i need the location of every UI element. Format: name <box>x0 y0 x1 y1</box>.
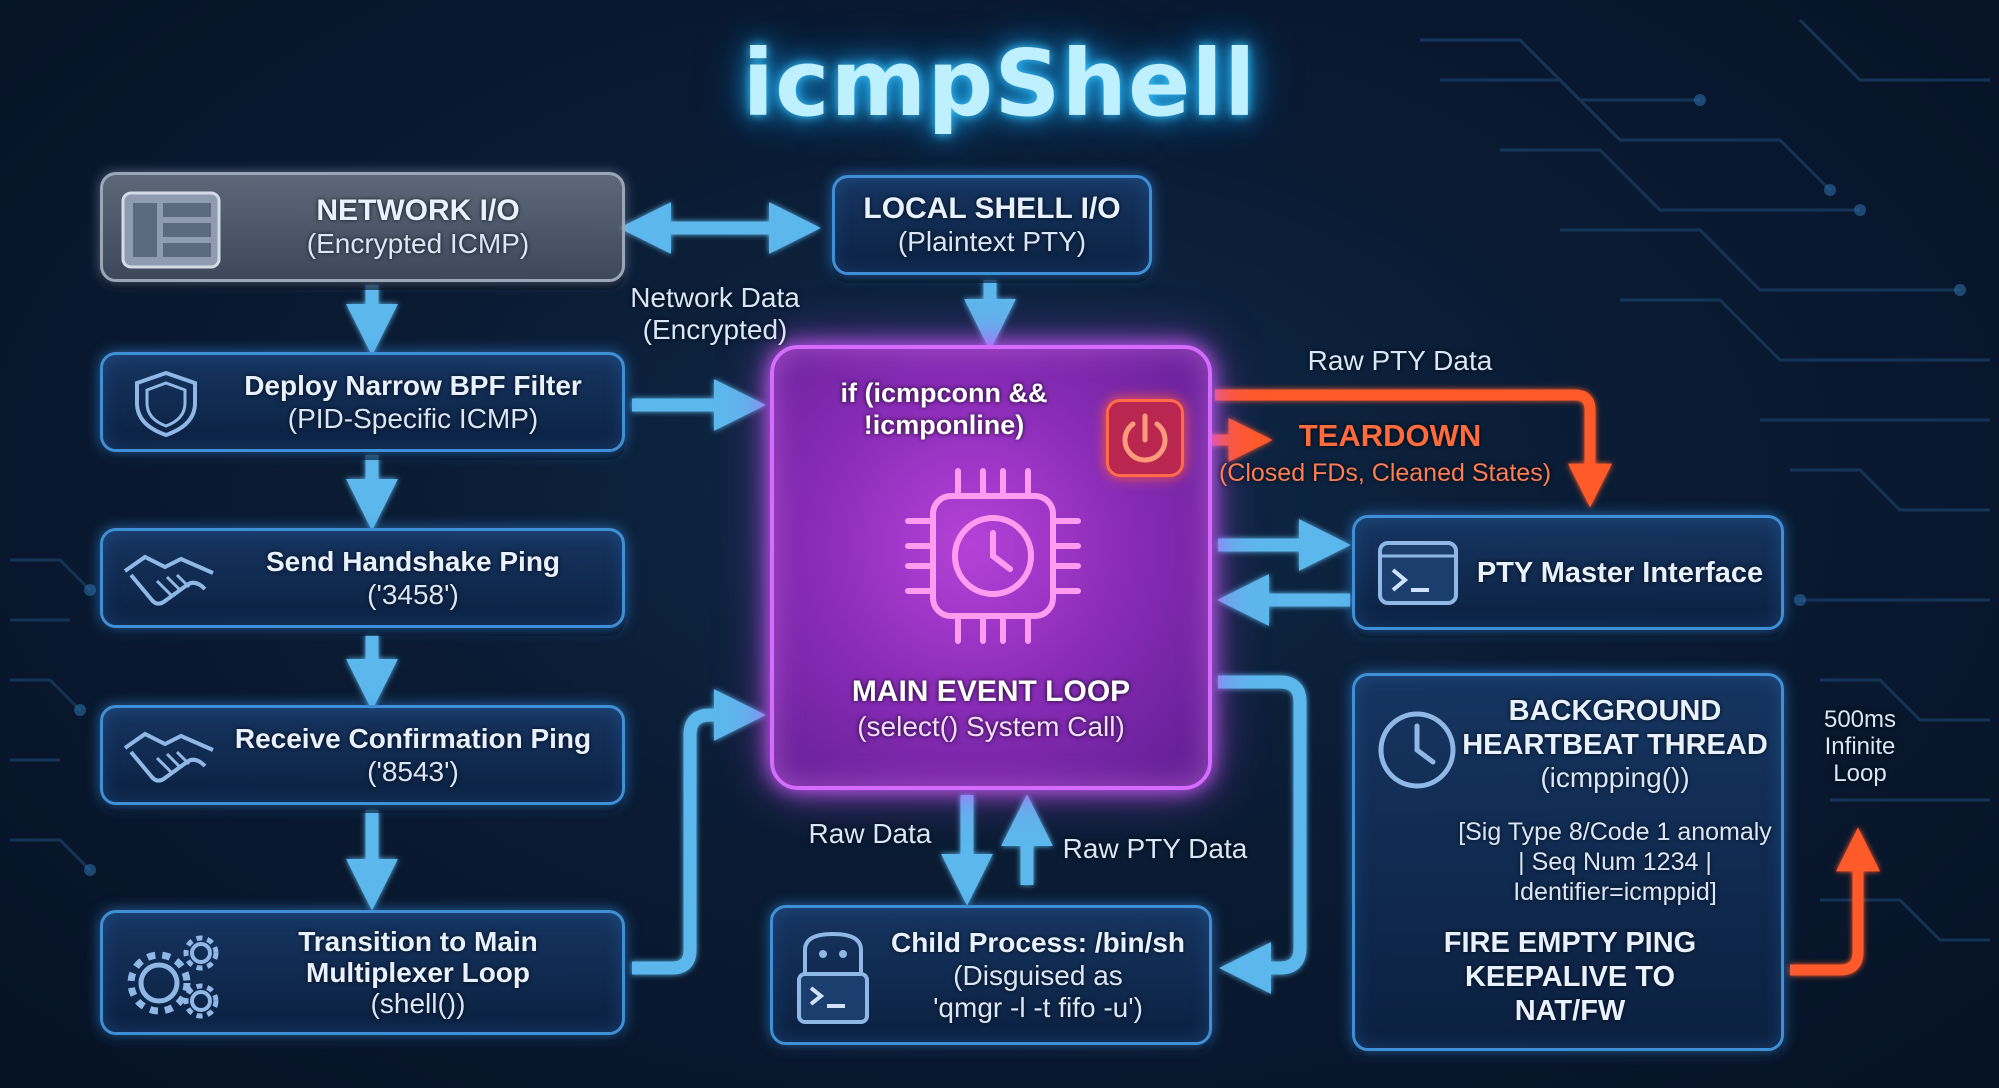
child-sub1: (Disguised as <box>953 960 1123 991</box>
handshake-icon <box>123 554 214 606</box>
local-shell-sub: (Plaintext PTY) <box>897 226 1087 257</box>
pty-master-node: PTY Master Interface <box>1352 515 1784 630</box>
cpu-clock-icon <box>905 468 1081 644</box>
raw-pty-bottom-label: Raw PTY Data <box>1062 833 1248 864</box>
confirm-title: Receive Confirmation Ping <box>234 723 592 754</box>
shield-icon <box>135 370 197 438</box>
heartbeat-detail1: [Sig Type 8/Code 1 anomaly <box>1458 818 1772 846</box>
child-title: Child Process: /bin/sh <box>890 927 1186 958</box>
arrow-mainloop-child-side <box>1218 675 1307 994</box>
condition-line2: !icmponline) <box>863 410 1025 440</box>
local-shell-node: LOCAL SHELL I/O (Plaintext PTY) <box>832 175 1152 275</box>
arrow-raw-pty-teardown <box>1215 389 1612 508</box>
transition-sub: (shell()) <box>370 987 466 1019</box>
network-io-node: NETWORK I/O (Encrypted ICMP) <box>100 172 625 282</box>
main-loop-title: MAIN EVENT LOOP <box>851 675 1131 708</box>
heartbeat-fire2: KEEPALIVE TO <box>1464 961 1676 993</box>
heartbeat-title2: HEARTBEAT THREAD <box>1462 729 1768 761</box>
arrow-transition-mainloop <box>632 689 766 975</box>
gears-icon <box>127 935 219 1019</box>
loop-label-1: 500ms <box>1823 706 1897 733</box>
bpf-sub: (PID-Specific ICMP) <box>287 403 539 434</box>
power-button <box>1106 399 1184 477</box>
heartbeat-sub: (icmpping()) <box>1540 762 1690 793</box>
dashboard-icon <box>121 191 221 269</box>
terminal-icon <box>1378 541 1458 605</box>
bpf-title: Deploy Narrow BPF Filter <box>244 370 582 401</box>
child-process-node: Child Process: /bin/sh (Disguised as 'qm… <box>770 905 1212 1045</box>
power-icon <box>1122 413 1168 463</box>
network-data-label: Network Data <box>630 282 800 313</box>
teardown-label: TEARDOWN <box>1298 418 1482 453</box>
loop-label-2: Infinite <box>1824 733 1896 760</box>
heartbeat-detail2: | Seq Num 1234 | <box>1518 848 1712 876</box>
handshake-icon <box>123 731 214 783</box>
network-data-sub-label: (Encrypted) <box>642 314 788 345</box>
child-sub2: 'qmgr -l -t fifo -u') <box>933 992 1143 1023</box>
confirm-node: Receive Confirmation Ping ('8543') <box>100 705 625 805</box>
ghost-terminal-icon <box>797 931 869 1024</box>
network-io-title: NETWORK I/O <box>316 194 520 227</box>
clock-icon <box>1378 711 1456 789</box>
confirm-sub: ('8543') <box>367 756 459 787</box>
pty-master-title: PTY Master Interface <box>1476 556 1764 589</box>
handshake-node: Send Handshake Ping ('3458') <box>100 528 625 628</box>
raw-pty-top-label: Raw PTY Data <box>1307 345 1493 376</box>
teardown-sub-label: (Closed FDs, Cleaned States) <box>1218 459 1552 487</box>
transition-node: Transition to Main Multiplexer Loop (she… <box>100 910 625 1035</box>
arrow-heartbeat-loop <box>1790 827 1880 976</box>
loop-label-3: Loop <box>1833 760 1887 787</box>
main-event-loop-node: if (icmpconn && !icmponline) MAIN EVENT … <box>770 345 1212 790</box>
raw-data-label: Raw Data <box>808 818 932 849</box>
heartbeat-fire1: FIRE EMPTY PING <box>1443 927 1697 959</box>
transition-line2: Multiplexer Loop <box>306 956 530 988</box>
network-io-sub: (Encrypted ICMP) <box>306 228 530 259</box>
handshake-sub: ('3458') <box>367 579 459 610</box>
local-shell-title: LOCAL SHELL I/O <box>863 192 1121 225</box>
condition-line1: if (icmpconn && <box>840 378 1048 408</box>
handshake-title: Send Handshake Ping <box>265 546 561 577</box>
main-loop-sub: (select() System Call) <box>857 711 1125 742</box>
transition-line1: Transition to Main <box>298 925 538 957</box>
heartbeat-title1: BACKGROUND <box>1508 695 1722 727</box>
heartbeat-node: BACKGROUND HEARTBEAT THREAD (icmpping())… <box>1352 673 1784 1051</box>
bpf-filter-node: Deploy Narrow BPF Filter (PID-Specific I… <box>100 352 625 452</box>
heartbeat-fire3: NAT/FW <box>1514 995 1626 1027</box>
page-title: icmpShell <box>742 30 1257 137</box>
heartbeat-detail3: Identifier=icmppid] <box>1513 878 1717 906</box>
